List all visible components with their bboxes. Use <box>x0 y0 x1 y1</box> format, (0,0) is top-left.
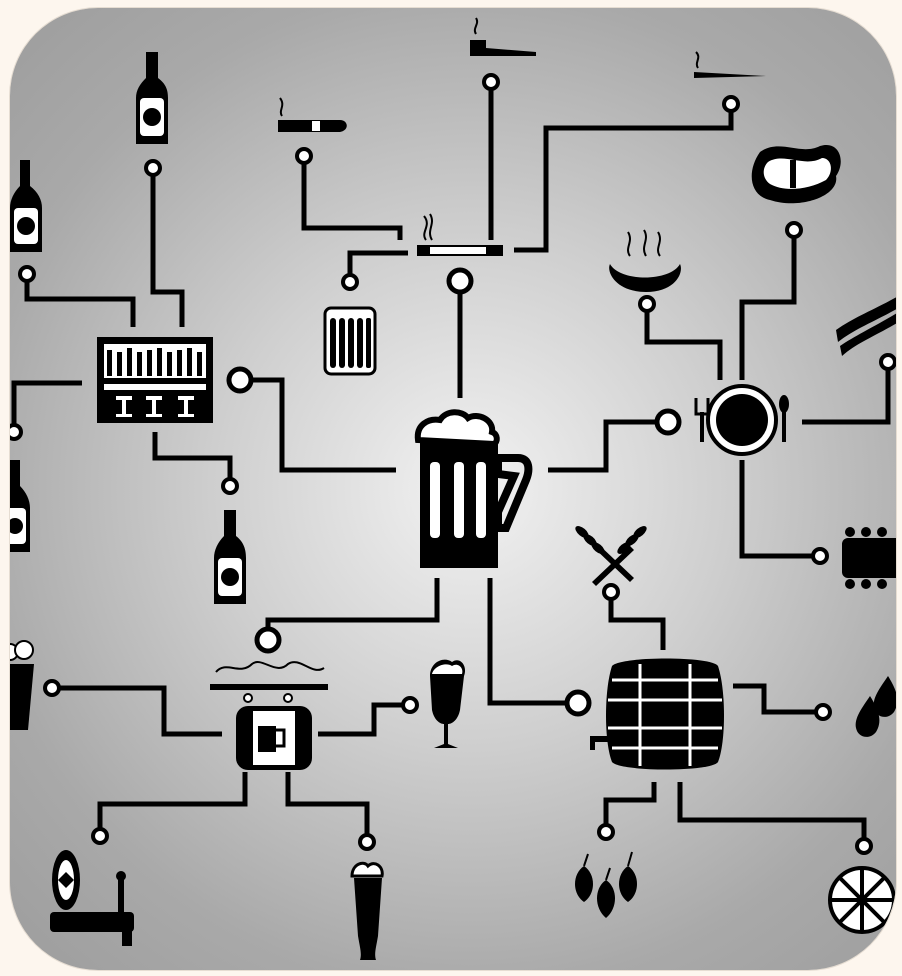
bacon-icon <box>836 294 896 356</box>
node-dot <box>229 369 251 391</box>
tall-beer-glass-icon <box>352 863 382 960</box>
sausage-icon <box>609 230 681 292</box>
bottle-icon <box>136 52 168 144</box>
node-dot <box>657 411 679 433</box>
pipe-icon <box>470 18 536 56</box>
bottle-icon <box>10 460 30 552</box>
lemon-slice-icon <box>830 868 894 932</box>
node-dot <box>257 629 279 651</box>
cigar-icon <box>278 98 347 132</box>
bar-counter-icon <box>97 337 213 423</box>
infographic-card <box>10 8 896 970</box>
wheat-icon <box>573 524 648 586</box>
node-dot <box>449 270 471 292</box>
rolled-cigarette-icon <box>694 52 766 78</box>
plate-cutlery-icon <box>696 386 789 454</box>
beer-mug-icon <box>418 412 529 568</box>
connection-diagram <box>10 8 896 970</box>
barrel-icon <box>590 659 724 770</box>
bottle-icon <box>214 510 246 604</box>
node-dot <box>567 692 589 714</box>
ribs-icon <box>842 527 896 589</box>
hops-icon <box>575 852 637 918</box>
beer-tap-icon <box>50 850 134 946</box>
popcorn-icon <box>10 641 34 730</box>
bottle-icon <box>10 160 42 252</box>
steak-icon <box>752 145 841 203</box>
beer-glass-icon <box>430 660 465 748</box>
drops-icon <box>856 676 896 737</box>
cigar-box-icon <box>325 308 375 374</box>
pub-sign-icon <box>210 662 328 770</box>
